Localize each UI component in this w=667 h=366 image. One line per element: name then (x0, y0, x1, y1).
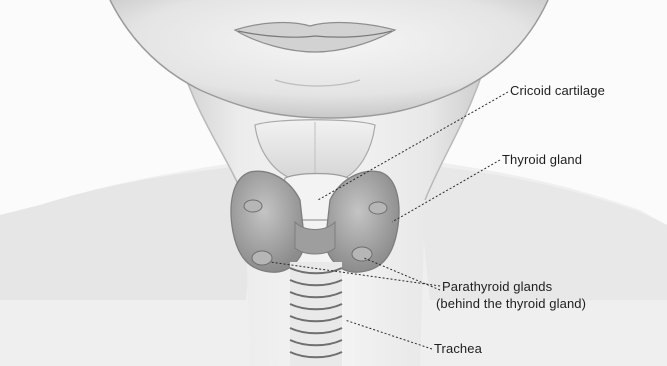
label-trachea: Trachea (434, 341, 482, 356)
parathyroid-lower-left (252, 251, 272, 265)
parathyroid-upper-right (369, 202, 387, 214)
face (110, 0, 548, 118)
label-parathyroid-note: (behind the thyroid gland) (436, 296, 586, 311)
label-parathyroid-glands: Parathyroid glands (442, 279, 552, 294)
chest-shadow (0, 165, 252, 300)
parathyroid-upper-left (244, 200, 262, 212)
label-cricoid-cartilage: Cricoid cartilage (510, 83, 605, 98)
label-thyroid-gland: Thyroid gland (502, 152, 582, 167)
trachea (290, 262, 342, 366)
parathyroid-lower-right (352, 247, 372, 261)
